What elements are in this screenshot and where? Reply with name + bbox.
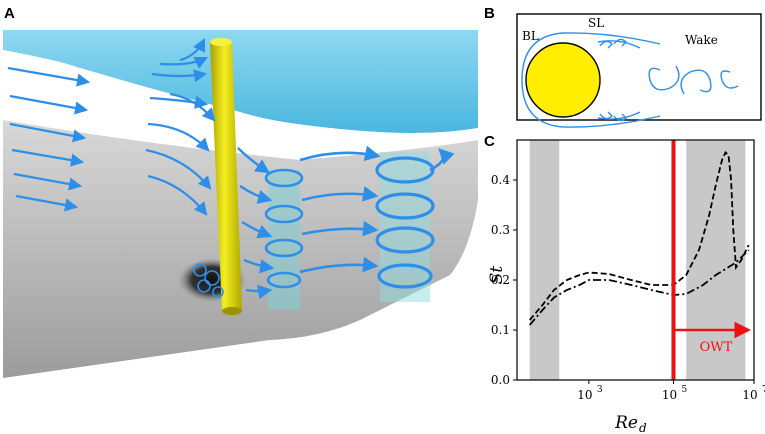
wake-connector-arrows [299, 145, 455, 274]
owt-label: OWT [700, 340, 733, 355]
panel-b-letter: B [484, 5, 495, 22]
chart-axes-frame [516, 139, 755, 381]
x-tick-exponent: 3 [597, 385, 603, 395]
monopile [210, 42, 242, 312]
incoming-flow-arrows [7, 66, 91, 212]
panel-a-illustration [3, 30, 478, 378]
water-column [3, 50, 478, 160]
karman-vortex-street [648, 65, 739, 95]
y-tick-label: 0.3 [491, 223, 510, 237]
water-surface [3, 30, 478, 133]
chart-owt-layer [671, 140, 752, 380]
x-tick-exponent: 7 [762, 385, 765, 395]
cylinder-cross-section [525, 42, 601, 118]
monopile-top [210, 38, 232, 46]
y-tick-label: 0.2 [491, 273, 510, 287]
x-axis-label-subscript: d [639, 421, 647, 434]
label-sl: SL [588, 16, 604, 30]
near-wake-spirals [264, 168, 304, 289]
x-tick-label: 10 [742, 388, 757, 402]
chart-series-layer [529, 151, 750, 326]
x-tick-exponent: 5 [681, 385, 687, 395]
y-tick-label: 0.0 [491, 373, 510, 387]
seabed [3, 120, 478, 378]
y-axis-label: St [487, 266, 507, 285]
panel-b-diagram: BL SL Wake [516, 13, 762, 128]
monopile-base [222, 307, 242, 315]
far-wake-spirals [375, 156, 435, 289]
panel-c-letter: C [484, 133, 495, 150]
x-axis-label: Re [614, 413, 638, 433]
panel-a-letter: A [4, 5, 15, 22]
chart-x-ticks: 10 3 10 5 10 7 [577, 380, 765, 402]
y-tick-label: 0.1 [491, 323, 510, 337]
panel-c-chart: 0.0 0.1 0.2 0.3 0.4 10 3 10 5 10 7 St Re d OWT [487, 139, 765, 434]
series-line-dashed [529, 151, 750, 321]
shear-layer-lines [521, 32, 661, 128]
shed-vortex-arrows [237, 147, 275, 300]
x-tick-label: 10 [577, 388, 592, 402]
deflected-flow-arrows [145, 38, 216, 216]
series-line-dashdot [529, 249, 750, 326]
chart-y-ticks: 0.0 0.1 0.2 0.3 0.4 [491, 173, 517, 387]
x-tick-label: 10 [662, 388, 677, 402]
horseshoe-vortex [193, 263, 224, 298]
y-tick-label: 0.4 [491, 173, 510, 187]
label-bl: BL [522, 29, 539, 43]
shaded-region-1 [529, 140, 560, 380]
label-wake: Wake [685, 33, 718, 47]
